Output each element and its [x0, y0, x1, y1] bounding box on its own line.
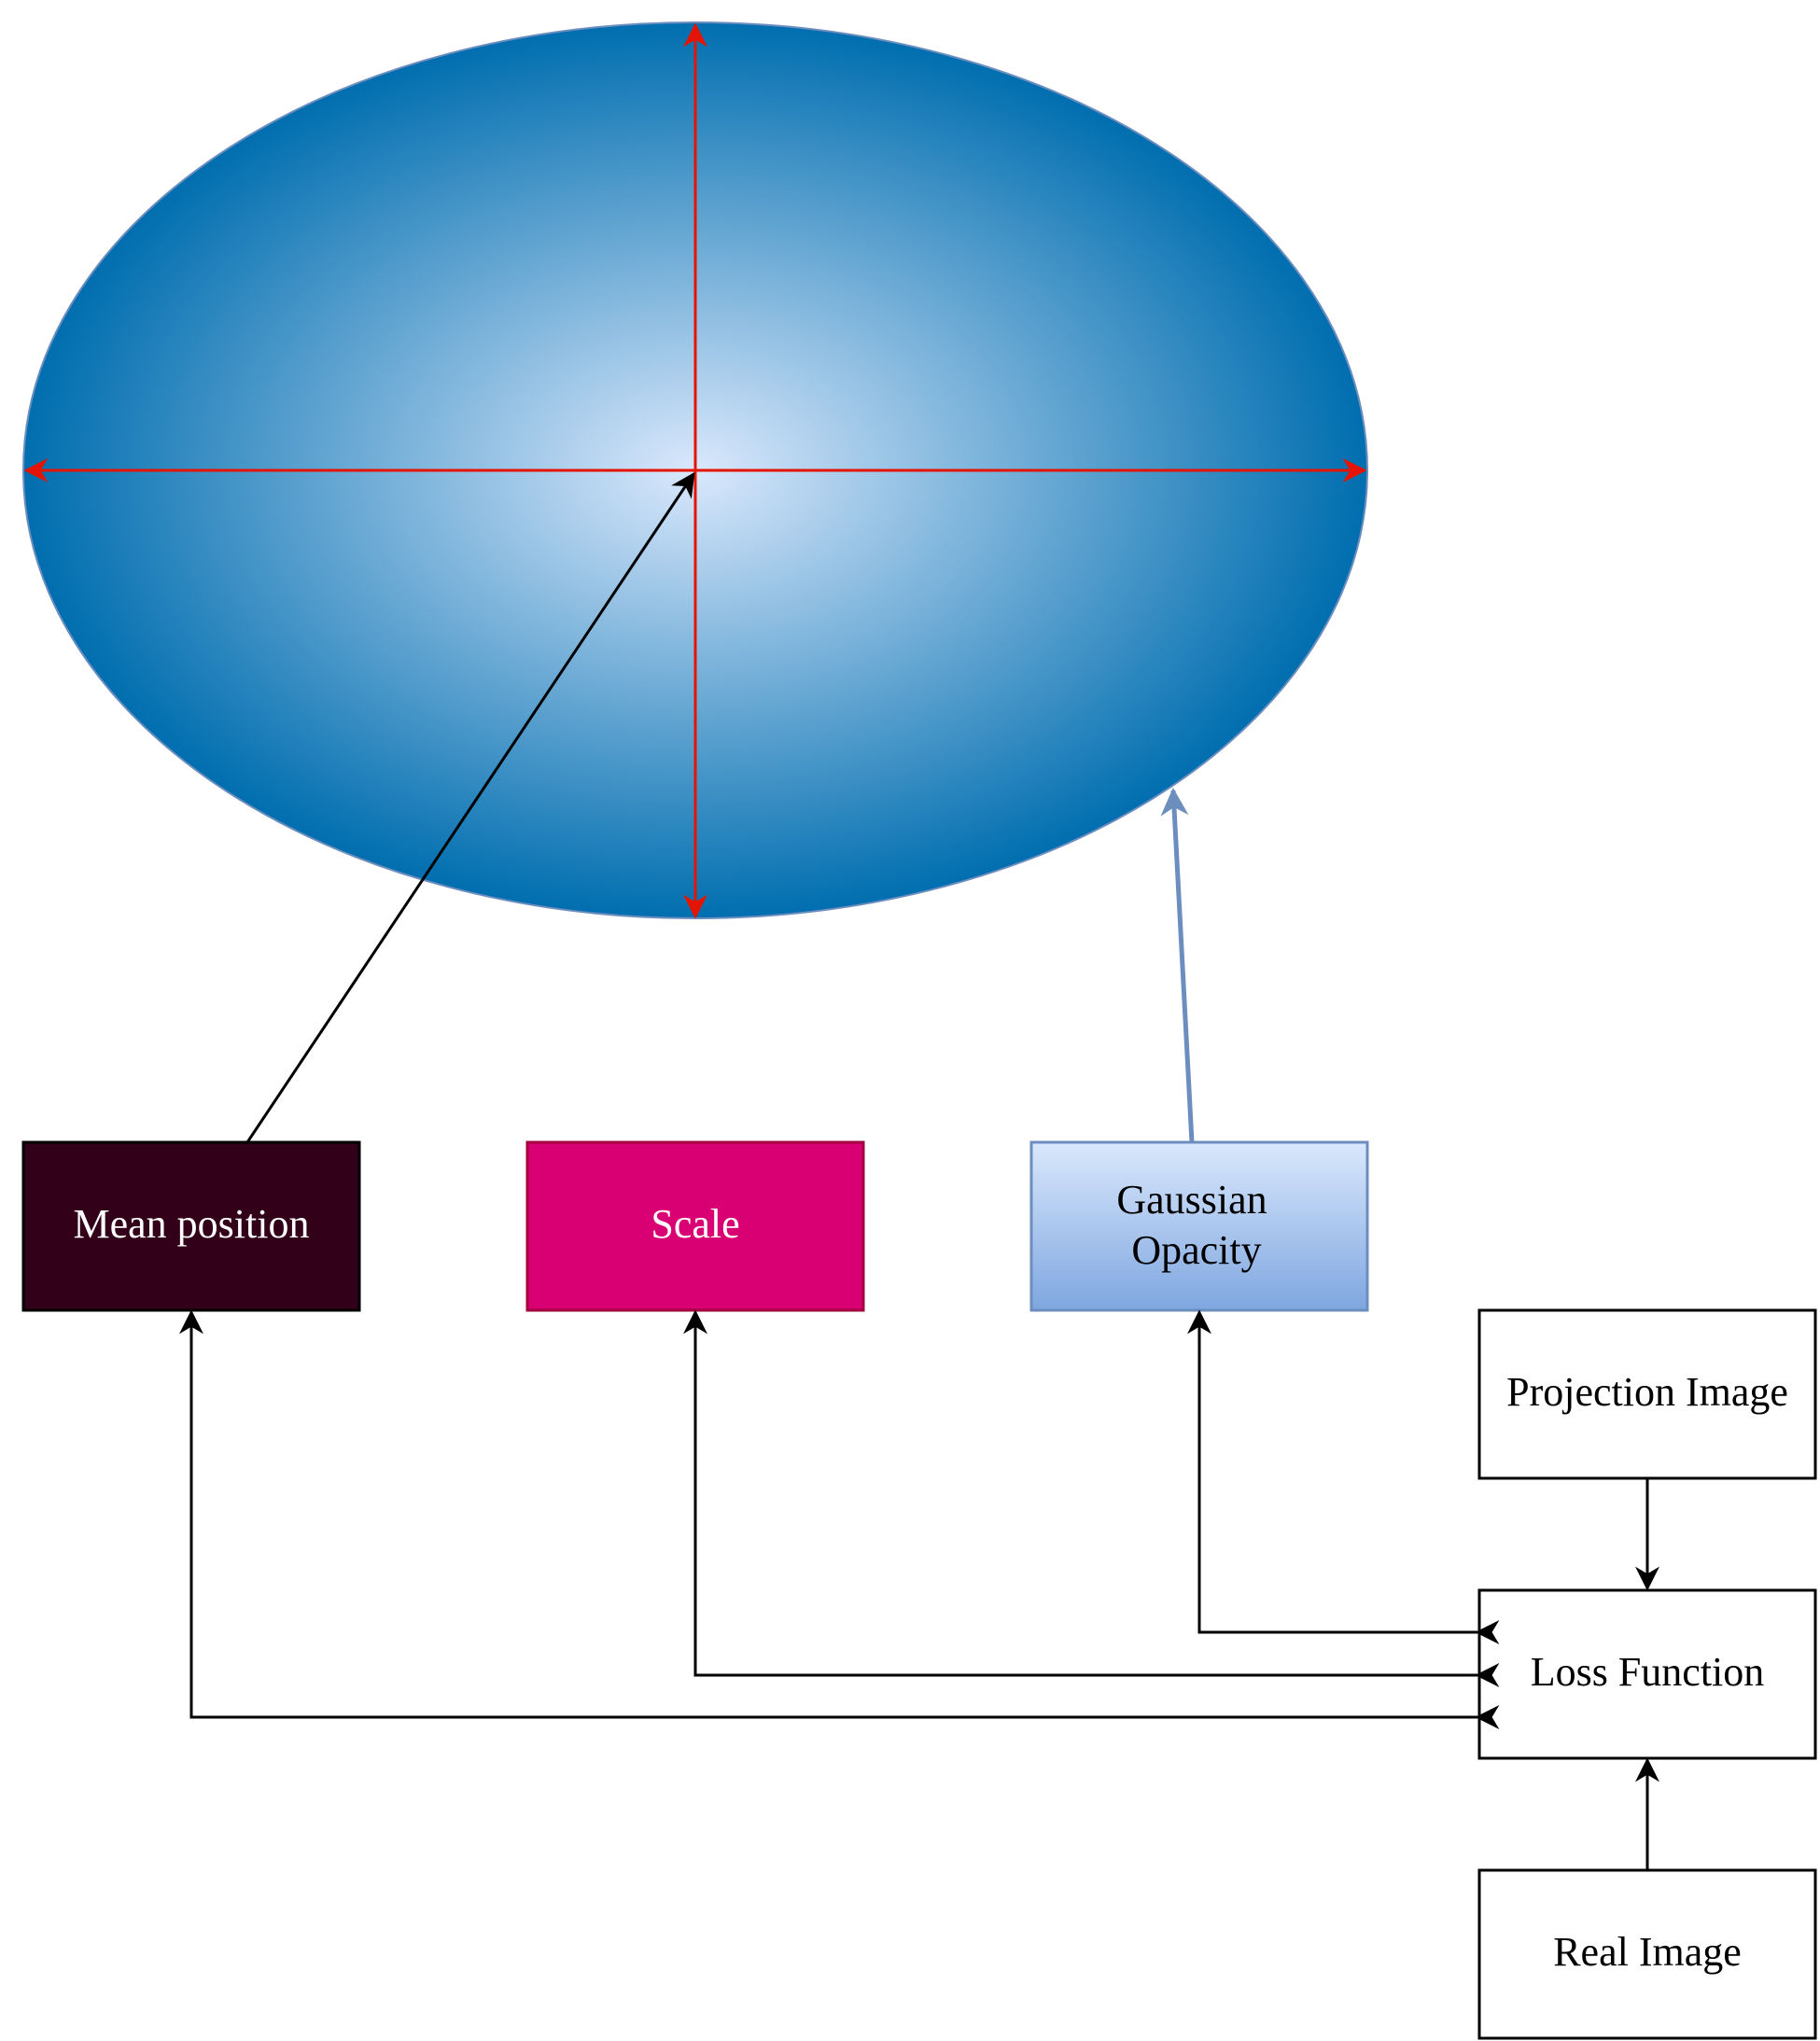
edge-opacity-to-ellipse [1160, 788, 1195, 1143]
edge-loss-mean [179, 1309, 1500, 1729]
gaussian-opacity-label-line1: Gaussian [1116, 1177, 1267, 1223]
mean-position-node: Mean position [21, 1140, 361, 1312]
mean-position-label: Mean position [74, 1201, 310, 1247]
scale-label: Scale [651, 1201, 739, 1247]
projection-image-box [1477, 1308, 1817, 1480]
mean-position-box [21, 1140, 361, 1312]
edge-loss-opacity [1187, 1309, 1500, 1644]
real-image-node: Real Image [1477, 1868, 1817, 2040]
gaussian-ellipse-group [22, 21, 1368, 919]
scale-node: Scale [525, 1140, 865, 1312]
edge-loss-scale [683, 1309, 1500, 1687]
scale-box [525, 1140, 865, 1312]
projection-image-node: Projection Image [1477, 1308, 1817, 1480]
loss-function-label: Loss Function [1531, 1649, 1765, 1695]
gaussian-opacity-label-line2: Opacity [1131, 1227, 1261, 1273]
projection-image-label: Projection Image [1506, 1369, 1788, 1415]
gaussian-opacity-box [1029, 1140, 1369, 1312]
edge-mean-to-center [245, 471, 695, 1143]
loss-function-node: Loss Function [1477, 1588, 1817, 1760]
loss-function-box [1477, 1588, 1817, 1760]
real-image-label: Real Image [1553, 1929, 1742, 1975]
gaussian-opacity-node: Gaussian Opacity [1029, 1140, 1369, 1312]
real-image-box [1477, 1868, 1817, 2040]
